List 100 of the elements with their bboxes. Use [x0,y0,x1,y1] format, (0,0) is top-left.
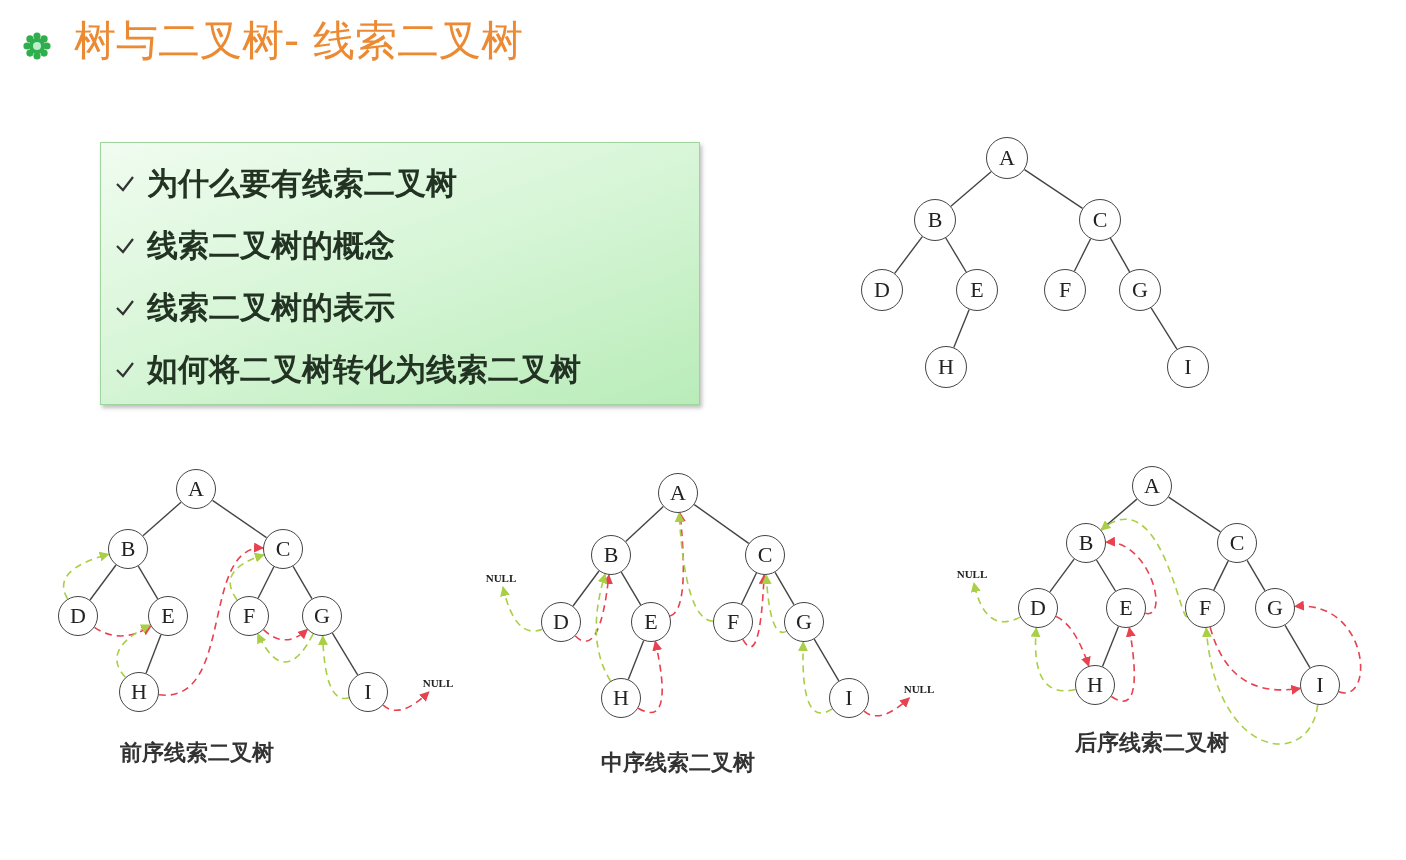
tree-node: I [348,672,388,712]
tree-branch [1073,238,1092,272]
tree-node: F [229,596,269,636]
tree-node: H [601,678,641,718]
thread-arrow [971,582,1021,623]
thread-arrow [1110,626,1136,702]
tree-branch [292,565,313,600]
thread-arrow [1055,615,1091,667]
thread-arrow [262,628,309,641]
tree-branch [257,566,275,599]
tree-branch [331,632,359,676]
tree-node: G [784,602,824,642]
thread-arrow [1209,626,1302,695]
tree-branch [950,171,992,207]
tree-node: B [591,535,631,575]
tree-branch [813,638,840,682]
topic-item: 如何将二叉树转化为线索二叉树 [147,349,581,389]
tree-branch [693,503,750,545]
thread-arrow [674,512,714,622]
topic-item: 线索二叉树的表示 [147,287,395,327]
thread-arrow [158,544,264,696]
tree-caption: 中序线索二叉树 [601,749,755,777]
thread-arrow [500,586,544,632]
topic-item: 为什么要有线索二叉树 [147,163,457,203]
tree-branch [137,565,159,600]
null-label: NULL [902,683,936,695]
tree-branch [1109,237,1131,273]
tree-node: A [1132,466,1172,506]
null-label: NULL [484,572,518,584]
tree-caption: 前序线索二叉树 [120,739,274,767]
tree-node: D [861,269,903,311]
tree-node: F [1185,588,1225,628]
tree-branch [1213,560,1229,591]
thread-arrow [256,633,314,663]
topic-panel [100,141,700,405]
thread-arrow [1105,538,1157,615]
tree-node: C [263,529,303,569]
tree-caption: 后序线索二叉树 [1075,729,1229,757]
tree-node: I [829,678,869,718]
tree-node: F [1044,269,1086,311]
tree-branch [1284,624,1311,669]
tree-branch [572,570,600,607]
tree-branch [145,634,162,674]
tree-node: D [58,596,98,636]
thread-arrow [1202,627,1319,745]
tree-node: D [541,602,581,642]
thread-arrow [116,624,151,679]
thread-arrow [1030,626,1077,692]
tree-node: G [1119,269,1161,311]
thread-arrow [863,697,911,717]
tree-node: C [745,535,785,575]
tree-branch [1167,496,1222,533]
thread-arrow [318,635,350,700]
tree-node: E [1106,588,1146,628]
thread-arrow [382,691,430,712]
tree-branch [953,308,970,349]
thread-arrow [798,641,834,714]
null-label: NULL [955,568,989,580]
thread-arrow [93,625,152,637]
tree-node: C [1079,199,1121,241]
tree-branch [1049,558,1075,593]
tree-branch [1095,559,1117,592]
thread-arrow [595,573,612,682]
tree-node: A [986,137,1028,179]
thread-arrow [637,640,663,714]
null-label: NULL [421,677,455,689]
tree-branch [89,564,117,601]
tree-node: I [1300,665,1340,705]
tree-node: B [1066,523,1106,563]
tree-branch [625,505,664,543]
tree-branch [894,236,923,274]
thread-arrow [761,574,788,634]
tree-node: B [108,529,148,569]
tree-node: G [302,596,342,636]
tree-branch [774,571,795,606]
thread-arrow [574,573,613,642]
tree-node: H [925,346,967,388]
tree-branch [1246,559,1266,592]
tree-node: G [1255,588,1295,628]
tree-branch [1150,307,1178,350]
tree-branch [1101,625,1120,668]
tree-node: E [148,596,188,636]
tree-branch [620,571,642,606]
tree-node: H [1075,665,1115,705]
tree-branch [740,572,758,605]
thread-arrow [1100,518,1188,618]
tree-node: A [658,473,698,513]
tree-node: C [1217,523,1257,563]
tree-branch [945,237,967,273]
thread-arrow [62,551,110,600]
tree-node: I [1167,346,1209,388]
topic-item: 线索二叉树的概念 [147,225,395,265]
tree-branch [627,639,645,681]
tree-node: F [713,602,753,642]
slide-title: 树与二叉树- 线索二叉树 [74,16,523,67]
tree-node: E [956,269,998,311]
tree-branch [142,501,182,537]
thread-arrow [1293,601,1362,694]
tree-node: D [1018,588,1058,628]
tree-node: E [631,602,671,642]
